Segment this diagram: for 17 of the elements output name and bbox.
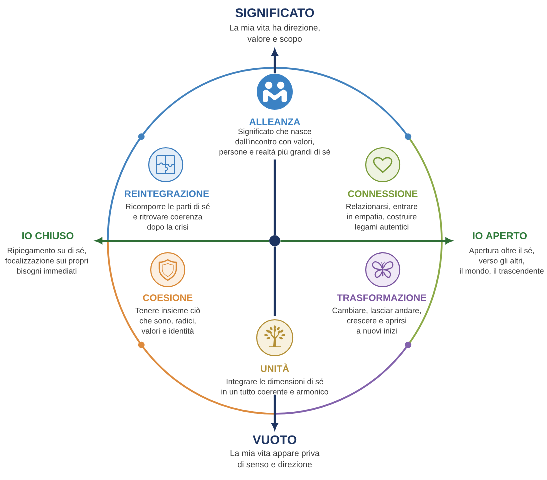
arrow — [272, 395, 278, 430]
description: La mia vita appare priva di senso e direzione — [230, 450, 320, 468]
description: La mia vita ha direzione, valore e scopo — [230, 24, 320, 44]
heading: SIGNIFICATO — [236, 8, 314, 18]
heading: CONNESSIONE — [348, 190, 418, 198]
heading: ALLEANZA — [250, 118, 300, 126]
heading: UNITÀ — [261, 364, 290, 372]
heading: TRASFORMAZIONE — [337, 294, 426, 302]
heading: IO APERTO — [473, 232, 527, 240]
heading: COESIONE — [143, 294, 193, 302]
arrow — [96, 238, 270, 244]
heading: VUOTO — [252, 436, 297, 444]
arrow — [280, 238, 452, 244]
heading: IO CHIUSO — [22, 232, 74, 240]
heading: REINTEGRAZIONE — [125, 190, 210, 198]
center-dot — [270, 236, 280, 246]
arrow — [272, 49, 278, 74]
